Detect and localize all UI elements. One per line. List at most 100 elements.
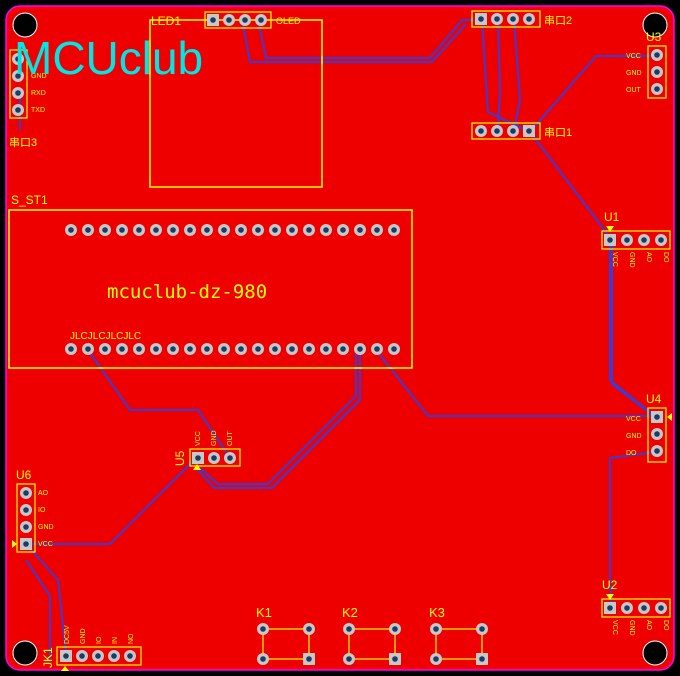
uart3-pin-label: TXD bbox=[31, 107, 45, 114]
oled-silk-outline bbox=[149, 19, 323, 188]
pad-drill-hole bbox=[323, 346, 329, 352]
sensor-u5: U5 bbox=[173, 448, 241, 467]
u6-pin-label: VCC bbox=[38, 541, 53, 548]
pad-drill-hole bbox=[289, 227, 295, 233]
board-name-label: mcuclub-dz-980 bbox=[107, 281, 267, 303]
pad-drill-hole bbox=[340, 346, 346, 352]
oled-module-led1: LED1 OLED bbox=[149, 11, 323, 188]
u6-pin-label: GND bbox=[38, 524, 54, 531]
pad-drill-hole bbox=[170, 346, 176, 352]
uart3-pin-label: GND bbox=[31, 73, 47, 80]
pad-drill-hole bbox=[210, 17, 216, 23]
pad-drill-hole bbox=[306, 626, 312, 632]
pad-drill-hole bbox=[607, 237, 613, 243]
uart1-header: 串口1 bbox=[471, 122, 572, 140]
board-outline bbox=[5, 5, 675, 671]
trace bbox=[513, 19, 522, 131]
pad-drill-hole bbox=[654, 69, 660, 75]
pad-drill-hole bbox=[374, 227, 380, 233]
mounting-hole bbox=[12, 640, 38, 666]
relay-jk1: JK1 bbox=[41, 646, 142, 668]
pad-drill-hole bbox=[23, 507, 29, 513]
pad-drill-hole bbox=[15, 73, 21, 79]
k1-silk bbox=[262, 628, 310, 660]
pin1-marker bbox=[606, 226, 614, 232]
uart3-pin-label: RXD bbox=[31, 90, 46, 97]
u1-silk bbox=[601, 230, 671, 250]
pad-drill-hole bbox=[260, 626, 266, 632]
pad-drill-hole bbox=[478, 128, 484, 134]
pad-drill-hole bbox=[136, 346, 142, 352]
pad-drill-hole bbox=[658, 605, 664, 611]
pad-drill-hole bbox=[226, 17, 232, 23]
u1-pin-label: GND bbox=[628, 252, 635, 268]
pad-drill-hole bbox=[306, 656, 312, 662]
pad-drill-hole bbox=[654, 431, 660, 437]
trace bbox=[26, 457, 197, 545]
pad-drill-hole bbox=[654, 448, 660, 454]
pad-drill-hole bbox=[607, 605, 613, 611]
sensor-u3: U3 bbox=[646, 30, 667, 99]
pad-drill-hole bbox=[433, 656, 439, 662]
u3-designator: U3 bbox=[646, 30, 662, 44]
u6-silk bbox=[16, 483, 36, 553]
pad-drill-hole bbox=[127, 653, 133, 659]
oled-label: OLED bbox=[276, 16, 301, 26]
pad-drill-hole bbox=[195, 455, 201, 461]
pad-drill-hole bbox=[654, 414, 660, 420]
pad-drill-hole bbox=[391, 346, 397, 352]
pad-drill-hole bbox=[111, 653, 117, 659]
pad-drill-hole bbox=[658, 237, 664, 243]
pad-drill-hole bbox=[357, 227, 363, 233]
u6-designator: U6 bbox=[16, 468, 32, 482]
k1-designator: K1 bbox=[256, 605, 272, 620]
pad-drill-hole bbox=[15, 107, 21, 113]
u4-silk bbox=[647, 407, 667, 463]
pad-drill-hole bbox=[68, 227, 74, 233]
uart1-designator: 串口1 bbox=[544, 126, 572, 139]
mounting-hole bbox=[642, 640, 668, 666]
pad-drill-hole bbox=[204, 346, 210, 352]
pad-drill-hole bbox=[211, 455, 217, 461]
trace bbox=[609, 240, 653, 415]
pad-drill-hole bbox=[15, 90, 21, 96]
pad-drill-hole bbox=[494, 16, 500, 22]
pad-drill-hole bbox=[272, 346, 278, 352]
k2-silk bbox=[348, 628, 396, 660]
pad-drill-hole bbox=[187, 346, 193, 352]
sensor-u1: U1 bbox=[601, 210, 671, 250]
pad-drill-hole bbox=[85, 346, 91, 352]
sensor-u2: U2 bbox=[601, 578, 671, 618]
uart3-header: 串口3 bbox=[9, 49, 37, 149]
u3-pin-label: VCC bbox=[626, 53, 641, 60]
pad-drill-hole bbox=[255, 346, 261, 352]
pad-drill-hole bbox=[187, 227, 193, 233]
pad-drill-hole bbox=[68, 346, 74, 352]
u3-pin-label: GND bbox=[626, 70, 642, 77]
u4-designator: U4 bbox=[646, 392, 662, 406]
u4-pin-label: VCC bbox=[626, 416, 641, 423]
u2-pin-label: VCC bbox=[611, 620, 618, 635]
pad-drill-hole bbox=[238, 227, 244, 233]
u1-pin-label: AO bbox=[645, 252, 652, 263]
pad-drill-hole bbox=[221, 346, 227, 352]
trace bbox=[481, 19, 531, 133]
u2-silk bbox=[601, 598, 671, 618]
pad-drill-hole bbox=[654, 52, 660, 58]
pad-drill-hole bbox=[323, 227, 329, 233]
k2-designator: K2 bbox=[342, 605, 358, 620]
pad-drill-hole bbox=[260, 656, 266, 662]
board-copper-fill bbox=[6, 6, 674, 670]
u2-designator: U2 bbox=[602, 578, 618, 592]
u2-pin-label: GND bbox=[628, 620, 635, 636]
pad-drill-hole bbox=[306, 227, 312, 233]
pad-drill-hole bbox=[392, 626, 398, 632]
pad-drill-hole bbox=[255, 227, 261, 233]
pad-drill-hole bbox=[238, 346, 244, 352]
u1-designator: U1 bbox=[604, 210, 620, 224]
u5-pin-label: VCC bbox=[195, 431, 202, 446]
k3-designator: K3 bbox=[429, 605, 445, 620]
pad-drill-hole bbox=[272, 227, 278, 233]
module-s-st1: S_ST1 mcuclub-dz-980 JLCJLCJLCJLC bbox=[8, 193, 413, 369]
pad-drill-hole bbox=[119, 227, 125, 233]
